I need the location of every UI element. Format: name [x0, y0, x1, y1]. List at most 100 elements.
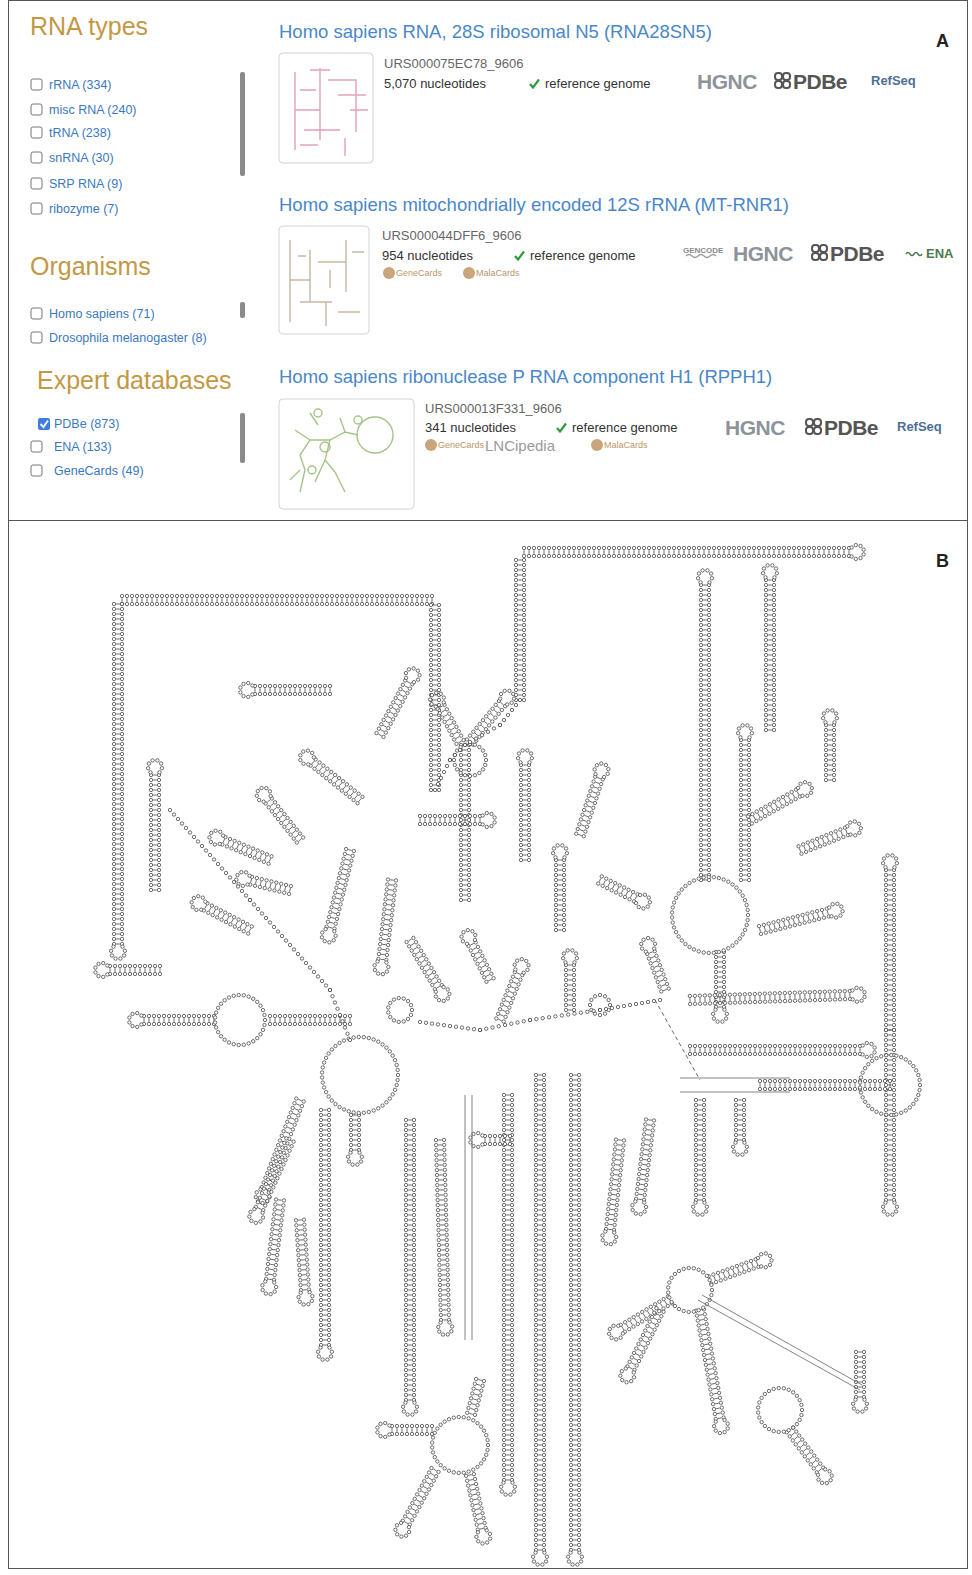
nucleotide: [210, 831, 213, 834]
nucleotide: [308, 684, 311, 687]
nucleotide: [330, 594, 333, 597]
nucleotide: [459, 758, 462, 761]
database-logo: RefSeq: [897, 420, 942, 435]
nucleotide: [519, 768, 522, 771]
base-pair: [458, 741, 461, 743]
nucleotide: [450, 733, 453, 736]
nucleotide: [586, 799, 589, 802]
base-pair: [804, 846, 805, 849]
nucleotide: [120, 642, 123, 645]
nucleotide: [112, 747, 115, 750]
nucleotide: [145, 602, 148, 605]
base-pair: [251, 851, 252, 854]
nucleotide: [384, 731, 387, 734]
nucleotide: [323, 684, 326, 687]
thumbnail-frame: [279, 399, 414, 509]
base-pair: [792, 1433, 795, 1435]
nucleotide: [246, 932, 249, 935]
nucleotide: [527, 843, 530, 846]
nucleotide: [313, 692, 316, 695]
nucleotide: [338, 872, 341, 875]
base-pair: [651, 957, 654, 958]
nucleotide: [467, 863, 470, 866]
nucleotide: [562, 918, 565, 921]
nucleotide: [220, 594, 223, 597]
nucleotide: [112, 877, 115, 880]
nucleotide: [112, 902, 115, 905]
base-pair: [641, 1345, 644, 1347]
nucleotide: [514, 643, 517, 646]
base-pair: [479, 1523, 483, 1524]
nucleotide: [112, 742, 115, 745]
base-pair: [484, 970, 487, 972]
nucleotide: [522, 554, 525, 557]
base-pair: [809, 845, 810, 848]
nucleotide: [404, 671, 407, 674]
nucleotide: [112, 702, 115, 705]
nucleotide: [435, 975, 438, 978]
nucleotide: [149, 798, 152, 801]
base-pair: [663, 989, 666, 990]
ena-wave: [906, 253, 922, 256]
nucleotide: [448, 729, 451, 732]
nucleotide: [582, 546, 585, 549]
nucleotide: [268, 790, 271, 793]
nucleotide: [200, 594, 203, 597]
nucleotide: [892, 1068, 895, 1071]
base-pair: [713, 1393, 717, 1394]
nucleotide: [332, 783, 335, 786]
nucleotide: [707, 554, 710, 557]
nucleotide: [389, 705, 392, 708]
base-pair: [836, 833, 837, 836]
nucleotide: [263, 886, 266, 889]
nucleotide: [112, 652, 115, 655]
nucleotide: [514, 668, 517, 671]
nucleotide: [892, 1108, 895, 1111]
nucleotide: [514, 633, 517, 636]
base-pair: [803, 917, 804, 920]
base-pair: [648, 1311, 650, 1314]
reference-flag: reference genome: [545, 77, 651, 92]
nucleotide: [884, 1013, 887, 1016]
nucleotide: [892, 938, 895, 941]
scrollbar: [240, 302, 245, 318]
nucleotide: [514, 638, 517, 641]
nucleotide: [429, 728, 432, 731]
check-mark: [515, 252, 524, 260]
base-pair: [429, 973, 432, 975]
nucleotide: [612, 546, 615, 549]
nucleotide: [380, 932, 383, 935]
nucleotide: [467, 753, 470, 756]
base-pair: [841, 832, 842, 835]
nucleotide: [884, 1178, 887, 1181]
nucleotide: [283, 825, 286, 828]
nucleotide: [120, 802, 123, 805]
nucleotide: [112, 867, 115, 870]
base-pair: [485, 722, 488, 724]
nucleotide: [245, 602, 248, 605]
nucleotide: [208, 836, 211, 839]
base-pair: [771, 806, 773, 809]
nucleotide: [157, 858, 160, 861]
nucleotide: [407, 945, 410, 948]
nucleotide: [467, 763, 470, 766]
nucleotide: [884, 1023, 887, 1026]
nucleotide: [643, 893, 646, 896]
nucleotide: [120, 902, 123, 905]
nucleotide: [345, 594, 348, 597]
base-pair: [240, 924, 242, 927]
nucleotide: [278, 890, 281, 893]
base-pair: [447, 719, 450, 721]
result-title: Homo sapiens mitochondrially encoded 12S…: [279, 194, 789, 215]
nucleotide: [238, 841, 241, 844]
nucleotide: [147, 762, 150, 765]
nucleotide: [224, 911, 227, 914]
base-pair: [719, 1275, 720, 1278]
nucleotide: [522, 588, 525, 591]
nucleotide: [331, 901, 334, 904]
nucleotide: [123, 949, 126, 952]
base-pair: [699, 1315, 703, 1316]
base-pair: [283, 819, 286, 821]
nucleotide: [892, 933, 895, 936]
